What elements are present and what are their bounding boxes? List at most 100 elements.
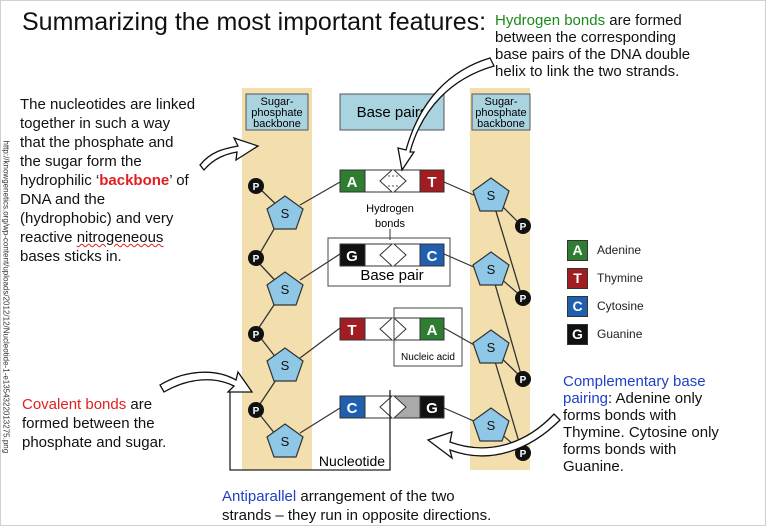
base-letter: A xyxy=(427,322,438,339)
base-T-row1-tip xyxy=(392,169,421,193)
base-C-row2 xyxy=(419,243,445,267)
sugar-base-links xyxy=(299,181,477,434)
hydrogen-bonds-highlight: Hydrogen bonds xyxy=(495,12,606,29)
text-line: Guanine. xyxy=(563,458,624,475)
sugar-letter: S xyxy=(281,282,290,297)
complementary-highlight: Complementary base xyxy=(563,373,706,390)
nucleic-acid-label: Nucleic acid xyxy=(401,352,455,363)
text-fragment: : Adenine only xyxy=(608,390,703,407)
base-legend: A Adenine T Thymine C Cytosine G Guanine xyxy=(567,236,707,348)
base-letter: T xyxy=(427,174,436,191)
text-line: together in such a way xyxy=(20,115,171,132)
hydrogen-bonds-description: Hydrogen bonds are formed between the co… xyxy=(495,12,763,80)
sugar-letters: S S S S S S S S xyxy=(281,188,496,449)
legend-label-cytosine: Cytosine xyxy=(597,299,644,313)
base-letter: T xyxy=(347,322,356,339)
left-backbone-header-line2: phosphate xyxy=(251,107,302,119)
legend-swatch-guanine: G xyxy=(567,323,588,345)
left-sugars xyxy=(266,195,304,458)
legend-swatch-adenine: A xyxy=(567,239,588,261)
phosphate-right-3 xyxy=(515,371,531,387)
phosphate-left-3 xyxy=(248,326,264,342)
base-G-row4 xyxy=(419,395,445,419)
annotation-arrows xyxy=(159,57,561,460)
text-line: forms bonds with xyxy=(563,441,677,458)
sugar-right-2 xyxy=(472,251,510,286)
complementary-pairing-description: Complementary base pairing: Adenine only… xyxy=(563,373,763,475)
text-line: Antiparallel arrangement of the two xyxy=(222,487,552,506)
phosphate-letter: P xyxy=(520,294,527,305)
text-line: The nucleotides are linked xyxy=(20,96,196,113)
hydrogen-bonds-label-line1: Hydrogen xyxy=(366,203,414,215)
nucleic-acid-bracket xyxy=(393,307,463,367)
text-line: pairing: Adenine only xyxy=(563,390,763,407)
sugar-letter: S xyxy=(281,358,290,373)
sugar-left-4 xyxy=(266,423,304,458)
left-backbone-header-box xyxy=(245,93,309,131)
phosphate-left-2 xyxy=(248,250,264,266)
text-line: phosphate and sugar. xyxy=(22,434,167,451)
text-line: reactive nitrogeneous xyxy=(20,228,230,247)
legend-label-thymine: Thymine xyxy=(597,271,644,285)
backbone-highlight: backbone xyxy=(99,172,170,189)
nucleotide-label: Nucleotide xyxy=(319,453,385,469)
text-line: formed between the xyxy=(22,415,155,432)
sugar-right-3 xyxy=(472,329,510,364)
legend-label-guanine: Guanine xyxy=(597,327,643,341)
text-line: that the phosphate and xyxy=(20,134,174,151)
phosphate-letter: P xyxy=(253,254,260,265)
text-line: base pairs of the DNA double xyxy=(495,46,691,63)
phosphate-right-1 xyxy=(515,218,531,234)
text-line: forms bonds with xyxy=(563,407,677,424)
right-backbone-header-line2: phosphate xyxy=(475,107,526,119)
phosphate-letters: P P P P P P P P xyxy=(253,182,527,460)
base-pair-bracket xyxy=(327,237,451,287)
text-line: Covalent bonds are xyxy=(22,395,212,414)
left-backbone-header-line1: Sugar- xyxy=(260,96,293,108)
base-pairs-header-box xyxy=(339,93,445,131)
arrow-to-hydrogen-bonds xyxy=(397,57,495,172)
page-title: Summarizing the most important features: xyxy=(22,8,487,36)
base-T-row1 xyxy=(419,169,445,193)
phosphate-left-4 xyxy=(248,402,264,418)
legend-row-cytosine: C Cytosine xyxy=(567,292,707,320)
text-line: Thymine. Cytosine only xyxy=(563,424,719,441)
text-fragment: are xyxy=(126,396,153,413)
pairing-highlight: pairing xyxy=(563,390,609,407)
right-backbone-header-line3: backbone xyxy=(477,118,525,130)
text-fragment: ’ of xyxy=(169,172,189,189)
text-fragment: are formed xyxy=(605,12,682,29)
base-letter: C xyxy=(347,400,358,417)
misspelled-word: nitrogeneous xyxy=(76,229,164,246)
phosphate-letter: P xyxy=(520,375,527,386)
base-letter: A xyxy=(347,174,358,191)
sugar-letter: S xyxy=(281,206,290,221)
base-letter: G xyxy=(426,400,438,417)
sugar-left-3 xyxy=(266,347,304,382)
nucleotides-description: The nucleotides are linked together in s… xyxy=(20,95,230,266)
right-backbone-header-box xyxy=(471,93,531,131)
base-pair-label: Base pair xyxy=(360,267,423,284)
phosphate-letter: P xyxy=(520,449,527,460)
sugar-right-4 xyxy=(472,407,510,442)
sugar-letter: S xyxy=(281,434,290,449)
nucleotide-bracket xyxy=(229,390,391,471)
sugar-letter: S xyxy=(487,340,496,355)
sugar-right-1 xyxy=(472,177,510,212)
sugar-letter: S xyxy=(487,262,496,277)
phosphate-letter: P xyxy=(253,182,260,193)
text-line: helix to link the two strands. xyxy=(495,63,680,80)
left-backbone-header-line3: backbone xyxy=(253,118,301,130)
legend-label-adenine: Adenine xyxy=(597,243,642,257)
text-line: the sugar form the xyxy=(20,153,142,170)
base-letter: G xyxy=(346,248,358,265)
text-line: hydrophilic ‘backbone’ of xyxy=(20,171,230,190)
sugar-left-1 xyxy=(266,195,304,230)
arrow-to-covalent-bond xyxy=(159,370,254,393)
legend-swatch-thymine: T xyxy=(567,267,588,289)
base-letter: C xyxy=(427,248,438,265)
right-backbone-header-line1: Sugar- xyxy=(484,96,517,108)
text-fragment: hydrophilic ‘ xyxy=(20,172,100,189)
arrow-to-backbone xyxy=(199,136,260,172)
